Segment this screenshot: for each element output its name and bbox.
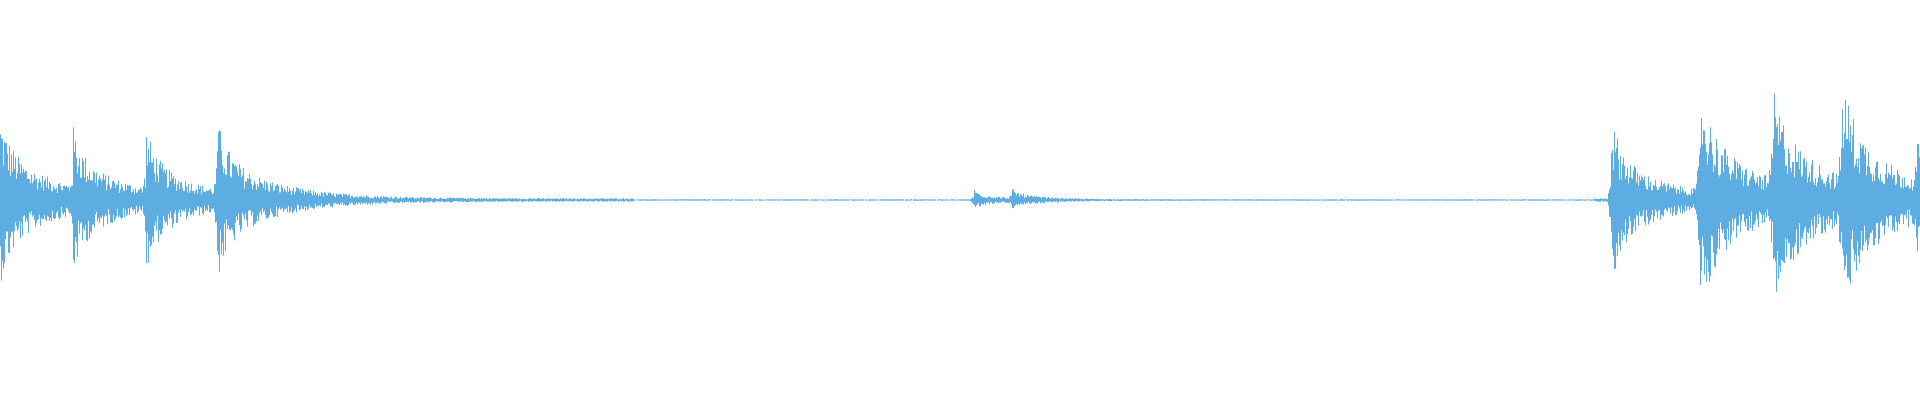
- waveform-path: [0, 93, 1920, 292]
- waveform-trace: [0, 93, 1920, 292]
